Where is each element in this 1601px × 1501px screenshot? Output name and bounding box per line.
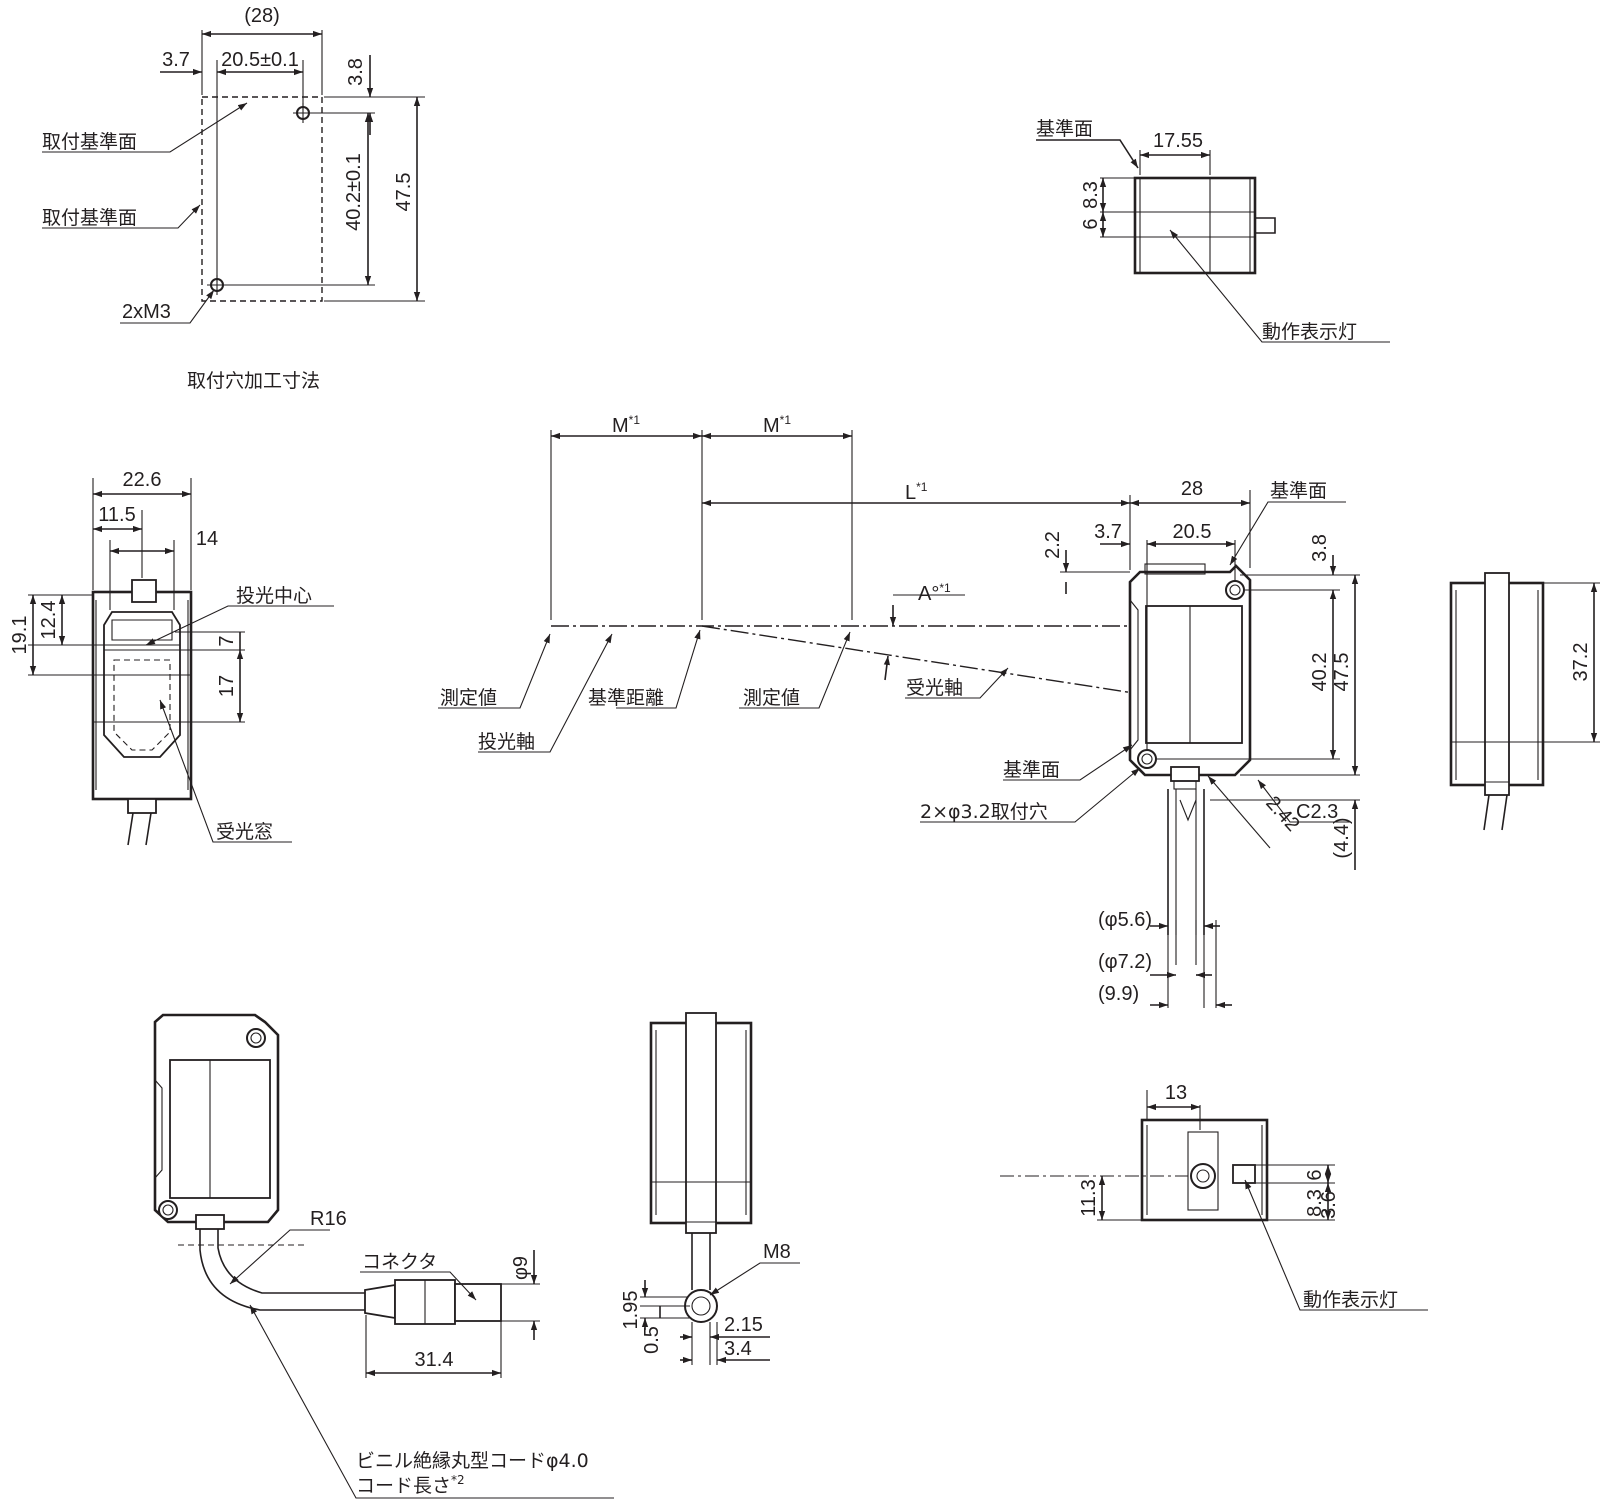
label-m2: M*1 bbox=[763, 413, 791, 437]
dim-bottom-6: 6 bbox=[1304, 1169, 1326, 1180]
dim-offset-left: 3.7 bbox=[162, 49, 190, 71]
dim-bottom-8-3: 8.3 bbox=[1304, 1189, 1326, 1217]
dim-connector-0-5: 0.5 bbox=[641, 1326, 663, 1354]
end-view-right: 37.2 bbox=[1449, 572, 1600, 831]
dim-front-height-a: 19.1 bbox=[9, 616, 31, 655]
label-cord-line1: ビニル絶縁丸型コードφ4.0 bbox=[356, 1450, 589, 1472]
dim-side-47-5: 47.5 bbox=[1331, 653, 1353, 692]
dim-offset-top: 3.8 bbox=[345, 58, 367, 86]
label-emit-axis: 投光軸 bbox=[478, 731, 535, 753]
label-connector: コネクタ bbox=[362, 1251, 437, 1273]
dim-side-3-7: 3.7 bbox=[1094, 521, 1122, 543]
label-receive-axis: 受光軸 bbox=[906, 677, 963, 699]
label-angle: A°*1 bbox=[918, 581, 951, 605]
dim-bottom-width: 13 bbox=[1165, 1082, 1187, 1104]
dim-side-2-42: 2.42 bbox=[1261, 792, 1303, 836]
dim-end-height: 37.2 bbox=[1570, 643, 1592, 682]
label-measured-2: 測定値 bbox=[743, 687, 800, 709]
dim-top-a: 8.3 bbox=[1080, 181, 1102, 209]
dim-cable-2: (φ7.2) bbox=[1098, 951, 1152, 973]
label-top-indicator: 動作表示灯 bbox=[1262, 321, 1357, 343]
dim-connector-diameter: φ9 bbox=[510, 1256, 532, 1280]
dim-side-40-2: 40.2 bbox=[1309, 653, 1331, 692]
dim-front-height-b: 12.4 bbox=[38, 601, 60, 640]
dim-cable-3: (9.9) bbox=[1098, 983, 1139, 1005]
label-m1: M*1 bbox=[612, 413, 640, 437]
label-side-ref-face-bottom: 基準面 bbox=[1003, 759, 1060, 781]
dim-connector-length: 31.4 bbox=[415, 1349, 454, 1371]
label-receive-window: 受光窓 bbox=[216, 821, 273, 843]
dim-side-4-4: (4.4) bbox=[1331, 817, 1353, 858]
label-side-ref-face-top: 基準面 bbox=[1270, 480, 1327, 502]
bottom-indicator bbox=[1232, 1164, 1256, 1184]
dim-overall-height: 47.5 bbox=[393, 173, 415, 212]
dim-pitch-height: 40.2±0.1 bbox=[343, 153, 365, 231]
bottom-view-hole bbox=[1190, 1163, 1216, 1189]
dim-front-width: 22.6 bbox=[123, 469, 162, 491]
label-screw: 2xM3 bbox=[122, 301, 171, 323]
connector-side-view: M8 1.95 0.5 2.15 3.4 bbox=[620, 1012, 800, 1365]
side-mount-hole-top bbox=[1225, 580, 1245, 600]
dim-front-inner: 14 bbox=[196, 528, 218, 550]
dim-front-gap: 7 bbox=[216, 635, 238, 646]
receive-axis-line bbox=[701, 625, 1141, 695]
label-cord-line2: コード長さ*2 bbox=[356, 1473, 465, 1497]
dim-overall-width: (28) bbox=[244, 5, 280, 27]
label-measured-1: 測定値 bbox=[440, 687, 497, 709]
side-mount-hole-bottom bbox=[1137, 749, 1157, 769]
dim-cable-1: (φ5.6) bbox=[1098, 909, 1152, 931]
dim-bend-radius: R16 bbox=[310, 1208, 347, 1230]
label-emit-center: 投光中心 bbox=[236, 585, 312, 607]
hole-layout-view: (28) 3.7 20.5±0.1 3.8 40.2±0.1 47.5 取付基準… bbox=[42, 5, 425, 392]
dim-side-width: 28 bbox=[1181, 478, 1203, 500]
bottom-view: 13 11.3 6 8.3 3.6 動作表示灯 bbox=[1000, 1082, 1428, 1311]
front-view: 22.6 11.5 14 19.1 12.4 7 17 投光中心 受光窓 bbox=[9, 469, 334, 846]
label-top-ref-face: 基準面 bbox=[1036, 118, 1093, 140]
hole-layout-caption: 取付穴加工寸法 bbox=[187, 370, 320, 392]
dim-side-2-2: 2.2 bbox=[1042, 531, 1064, 559]
label-ref-face-2: 取付基準面 bbox=[42, 207, 137, 229]
dim-front-window: 17 bbox=[216, 675, 238, 697]
label-ref-distance: 基準距離 bbox=[588, 687, 664, 709]
optics-view: M*1 M*1 L*1 A°*1 測定値 基準距離 投光軸 測定値 受光軸 bbox=[438, 413, 1141, 753]
label-mount-hole: 2×φ3.2取付穴 bbox=[920, 801, 1048, 823]
dim-bottom-3-6: 3.6 bbox=[1318, 1191, 1340, 1219]
mounting-outline bbox=[201, 96, 323, 302]
dim-side-3-8: 3.8 bbox=[1309, 534, 1331, 562]
dim-connector-3-4: 3.4 bbox=[724, 1338, 752, 1360]
label-l: L*1 bbox=[905, 480, 928, 504]
dim-side-20-5: 20.5 bbox=[1173, 521, 1212, 543]
dim-thread: M8 bbox=[763, 1241, 791, 1263]
dim-pitch-width: 20.5±0.1 bbox=[221, 49, 299, 71]
dim-chamfer: C2.3 bbox=[1296, 801, 1338, 823]
cable-view-hole-top bbox=[246, 1028, 266, 1048]
dim-top-b: 6 bbox=[1080, 218, 1102, 229]
dim-front-half: 11.5 bbox=[98, 504, 135, 526]
cable-view: R16 コネクタ φ9 31.4 ビニル絶縁丸型コードφ4.0 コード長さ*2 bbox=[153, 1013, 614, 1499]
dim-bottom-height: 11.3 bbox=[1078, 1179, 1100, 1216]
label-bottom-indicator: 動作表示灯 bbox=[1303, 1289, 1398, 1311]
dim-connector-1-95: 1.95 bbox=[620, 1291, 642, 1330]
top-view: 17.55 8.3 6 基準面 動作表示灯 bbox=[1036, 118, 1390, 343]
side-view: 28 2.2 3.7 20.5 3.8 40.2 47.5 (4.4) (φ5.… bbox=[920, 478, 1360, 1009]
label-ref-face-1: 取付基準面 bbox=[42, 131, 137, 153]
cable-view-hole-bottom bbox=[158, 1200, 178, 1220]
dim-connector-2-15: 2.15 bbox=[724, 1314, 763, 1336]
dim-top-width: 17.55 bbox=[1153, 130, 1203, 152]
